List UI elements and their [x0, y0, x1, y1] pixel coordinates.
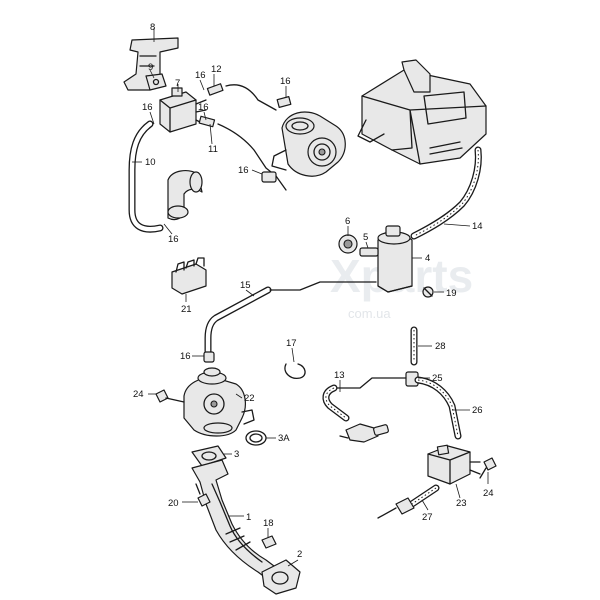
leader-16c	[149, 111, 155, 125]
label-part-16-a: 16	[195, 70, 206, 81]
bracket-part-8	[123, 37, 179, 91]
leader-11	[209, 123, 213, 145]
label-part-24-right: 24	[483, 488, 494, 499]
label-part-18: 18	[263, 518, 274, 529]
valve-part-7	[159, 87, 207, 133]
label-part-16-e: 16	[238, 165, 249, 176]
fitting-part-13-end	[339, 423, 389, 443]
leader-5	[365, 241, 369, 249]
nut-part-18	[261, 535, 277, 549]
label-part-16-b: 16	[280, 76, 291, 87]
elbow-pipe	[167, 170, 203, 221]
line-13	[333, 377, 407, 389]
label-part-26: 26	[472, 405, 483, 416]
hose-part-10	[128, 120, 164, 233]
label-part-9: 9	[148, 62, 153, 73]
label-part-16-c: 16	[142, 102, 153, 113]
label-part-17: 17	[286, 338, 297, 349]
vacuum-line-upper	[225, 84, 277, 111]
connector-part-5	[359, 247, 379, 257]
bolt-part-19	[422, 286, 434, 298]
leader-17	[291, 347, 295, 363]
hose-part-26	[414, 376, 462, 440]
fitting-lower	[261, 171, 277, 183]
bolt-part-24-left	[155, 389, 185, 403]
egr-valve-part-22	[183, 367, 255, 437]
label-part-14: 14	[472, 221, 483, 232]
connector-part-12	[206, 83, 224, 96]
leader-16e	[251, 169, 263, 175]
line-15-to-4	[269, 281, 377, 291]
label-part-20: 20	[168, 498, 179, 509]
label-part-3a: 3A	[278, 433, 290, 444]
label-part-6: 6	[345, 216, 350, 227]
label-part-4: 4	[425, 253, 430, 264]
label-part-8: 8	[150, 22, 155, 33]
label-part-19: 19	[446, 288, 457, 299]
leader-14	[443, 223, 471, 227]
connector-block-part-21	[171, 257, 207, 295]
hose-part-27	[408, 484, 440, 508]
leader-2	[287, 559, 299, 567]
label-part-3: 3	[234, 449, 239, 460]
flange-part-2	[261, 559, 301, 595]
cap-part-6	[338, 234, 358, 254]
label-part-16-g: 16	[180, 351, 191, 362]
bolt-part-24-right	[479, 457, 497, 479]
gasket-part-3	[191, 445, 227, 467]
label-part-13: 13	[334, 370, 345, 381]
leader-16a	[199, 79, 205, 91]
leader-23	[455, 483, 461, 499]
label-part-25: 25	[432, 373, 443, 384]
label-part-24-left: 24	[133, 389, 144, 400]
label-part-16-d: 16	[198, 102, 209, 113]
label-part-23: 23	[456, 498, 467, 509]
valve-part-23	[427, 444, 481, 485]
label-part-11: 11	[208, 144, 218, 155]
canister-part-4	[377, 225, 413, 293]
hose-part-15	[204, 286, 272, 356]
turbocharger	[271, 111, 346, 177]
label-part-2: 2	[297, 549, 302, 560]
label-part-27: 27	[422, 512, 433, 523]
label-part-28: 28	[435, 341, 446, 352]
gasket-part-3a	[245, 430, 267, 446]
air-filter-housing	[357, 59, 487, 165]
hose-part-14	[410, 146, 482, 240]
pipe-part-1	[191, 459, 275, 579]
watermark-domain: com.ua	[348, 306, 391, 321]
vacuum-line-lower	[217, 123, 287, 191]
label-part-16-f: 16	[168, 234, 179, 245]
label-part-7: 7	[175, 78, 180, 89]
bracket-part-9	[145, 73, 167, 91]
bolt-part-20	[195, 483, 211, 507]
leader-16d	[203, 111, 207, 121]
leader-22	[235, 393, 243, 399]
connector-part-27-end	[377, 497, 415, 519]
label-part-15: 15	[240, 280, 251, 291]
leader-16f	[163, 223, 173, 235]
leader-15	[245, 289, 255, 297]
clamp-part-17	[284, 363, 306, 379]
label-part-1: 1	[246, 512, 251, 523]
label-part-5: 5	[363, 232, 368, 243]
leader-9	[149, 69, 155, 79]
label-part-10: 10	[145, 157, 156, 168]
connector-part-11	[198, 115, 216, 128]
hose-part-13	[322, 384, 350, 422]
fitting-upper-right	[276, 95, 292, 109]
leader-27	[421, 499, 429, 511]
label-part-12: 12	[211, 64, 222, 75]
label-part-22: 22	[244, 393, 255, 404]
fitting-egr-top	[203, 351, 215, 363]
label-part-21: 21	[181, 304, 192, 315]
